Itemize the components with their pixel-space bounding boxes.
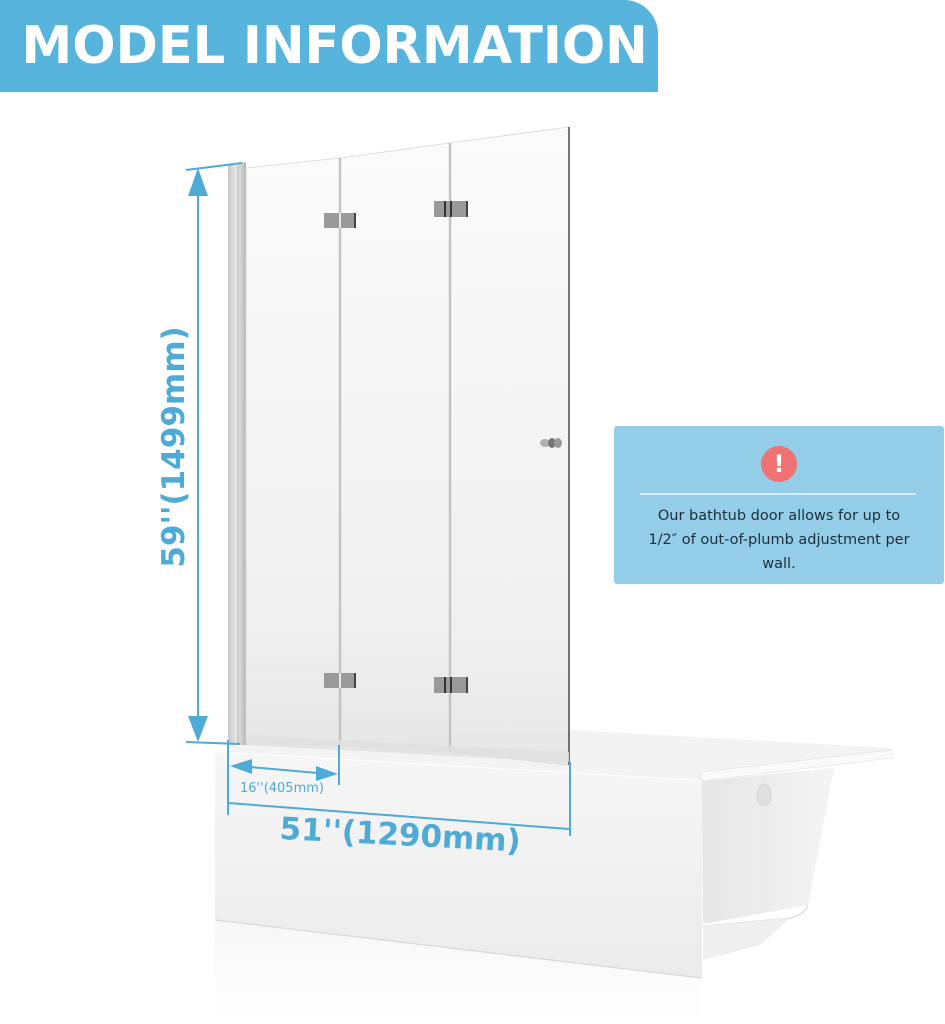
note-line-3: wall. xyxy=(762,556,796,572)
door-knob xyxy=(540,438,562,448)
note-divider xyxy=(640,493,916,495)
panel-width-label: 16''(405mm) xyxy=(240,781,324,796)
note-line-2: 1/2″ of out-of-plumb adjustment per xyxy=(648,532,910,548)
total-width-dimension xyxy=(227,762,571,836)
exclamation-icon: ! xyxy=(761,446,797,482)
title-banner: MODEL INFORMATION xyxy=(0,0,658,92)
floor-reflection xyxy=(215,920,700,1024)
hinge-bottom-right xyxy=(434,677,468,693)
hinge-top-left xyxy=(324,213,356,228)
height-dimension xyxy=(185,162,243,745)
height-label: 59''(1499mm) xyxy=(156,326,192,567)
panel-width-dimension xyxy=(227,740,340,815)
note-line-1: Our bathtub door allows for up to xyxy=(657,508,901,524)
plumb-adjustment-note: ! Our bathtub door allows for up to 1/2″… xyxy=(614,426,944,584)
hinge-bottom-left xyxy=(324,673,356,688)
banner-title: MODEL INFORMATION xyxy=(21,16,648,76)
shower-screen xyxy=(228,126,570,766)
hinge-top-right xyxy=(434,201,468,217)
note-text: Our bathtub door allows for up to 1/2″ o… xyxy=(624,504,934,576)
